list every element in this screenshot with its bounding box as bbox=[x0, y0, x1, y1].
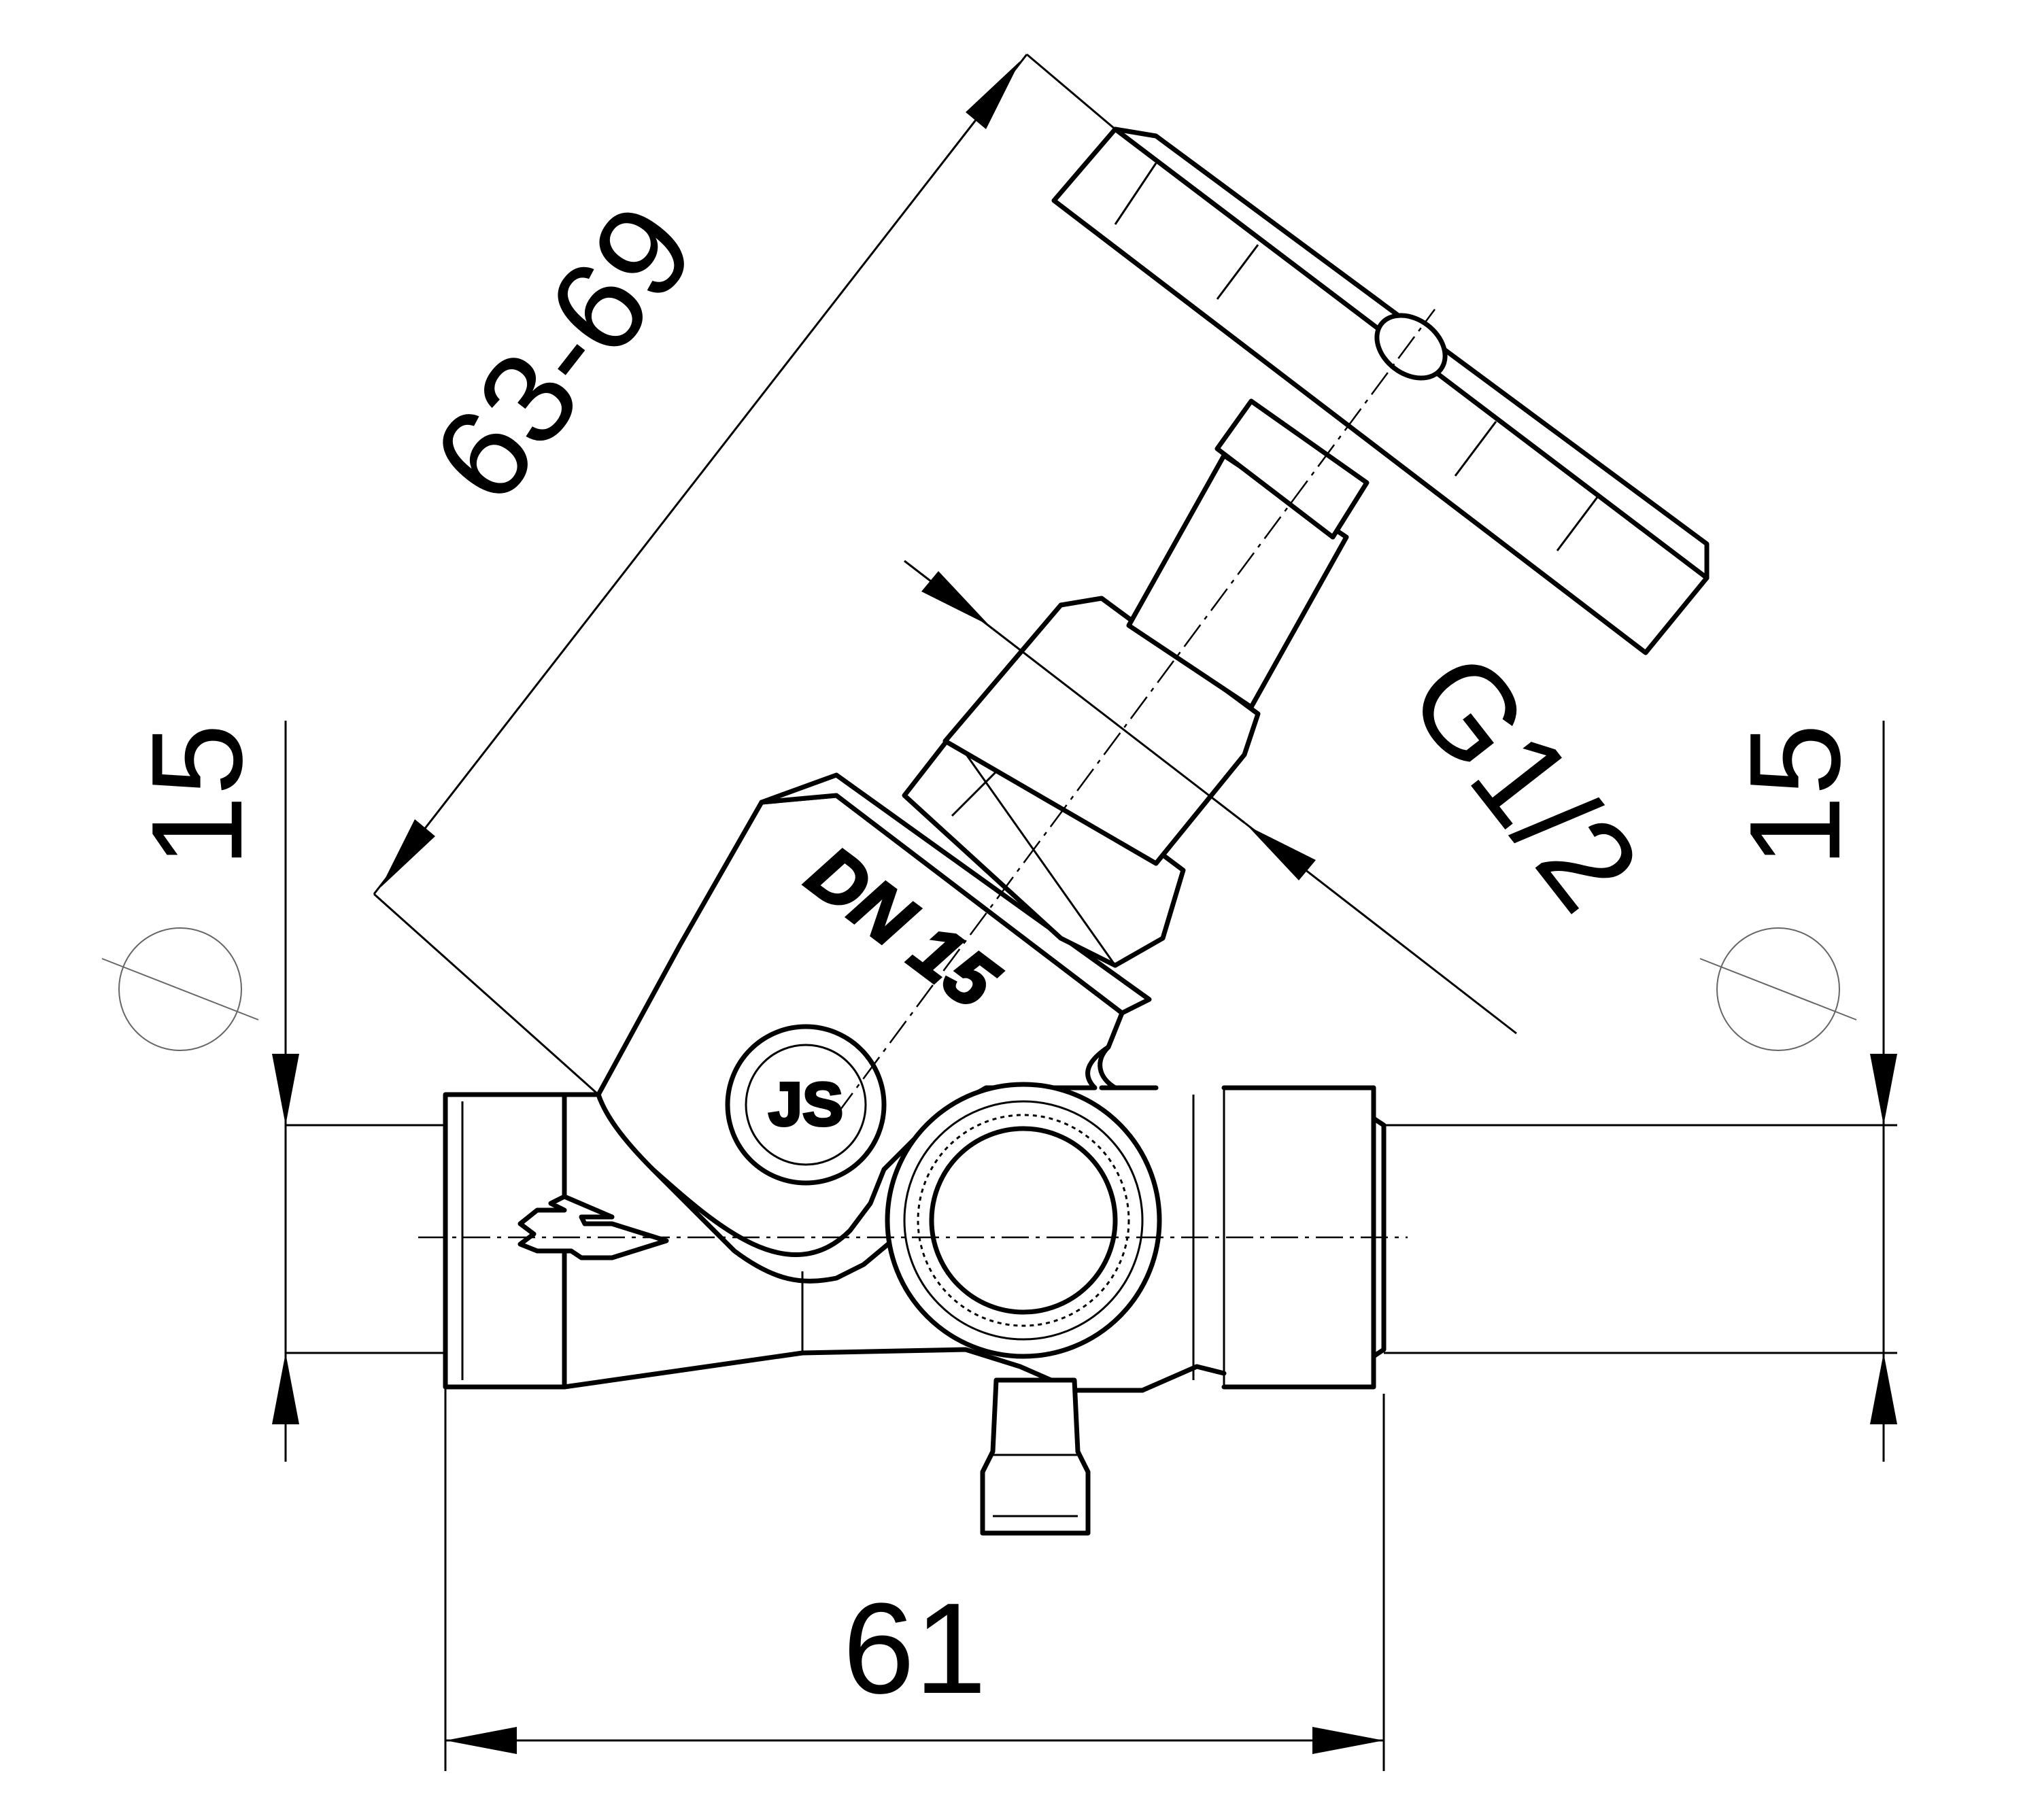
port-knurl-outer bbox=[903, 1100, 1144, 1341]
bonnet-assembly bbox=[596, 126, 1710, 1257]
arrowhead-right-bottom bbox=[1870, 1353, 1897, 1424]
flow-arrow-shape bbox=[517, 1194, 669, 1260]
handwheel-groove-3 bbox=[1454, 421, 1497, 477]
stem-centerline bbox=[835, 309, 1436, 1116]
handwheel-height-label: 63-69 bbox=[405, 179, 722, 528]
port-knurl-inner bbox=[917, 1114, 1130, 1327]
arrowhead-thread-top bbox=[921, 571, 989, 625]
measuring-port bbox=[885, 1082, 1162, 1536]
diameter-symbol-right bbox=[1716, 927, 1840, 1051]
overall-length-label: 61 bbox=[843, 1577, 986, 1721]
handwheel-groove-2 bbox=[1216, 244, 1259, 300]
right-diameter-label: 15 bbox=[1723, 723, 1867, 867]
bonnet-flange bbox=[759, 772, 1152, 1016]
port-bore bbox=[929, 1126, 1118, 1315]
handwheel-groove-4 bbox=[1556, 496, 1599, 551]
dimension-line-height bbox=[373, 54, 1028, 895]
arrowhead-left bbox=[445, 1727, 517, 1754]
arrowhead-right bbox=[1312, 1727, 1384, 1754]
handwheel bbox=[1051, 126, 1710, 655]
extension-line-height-top bbox=[1026, 53, 1116, 131]
diameter-symbol-left-slash bbox=[101, 958, 259, 1020]
bonnet-thread-label: G1/2 bbox=[1381, 627, 1667, 936]
drain-nipple bbox=[980, 1377, 1091, 1536]
arrowhead-thread-bottom bbox=[1248, 826, 1316, 880]
spindle-collar bbox=[1214, 398, 1370, 540]
flow-arrow-icon bbox=[517, 1194, 669, 1260]
dimension-right-diameter: 15 bbox=[1384, 721, 1897, 1462]
body-lower-contour bbox=[562, 1347, 1227, 1393]
extension-line-height-bottom bbox=[373, 893, 599, 1096]
handwheel-hub bbox=[1374, 313, 1448, 381]
handwheel-groove-1 bbox=[1114, 162, 1157, 225]
upper-bonnet bbox=[942, 596, 1261, 866]
thread-dimension-line bbox=[992, 628, 1245, 824]
arrowhead-left-bottom bbox=[272, 1353, 299, 1424]
left-diameter-label: 15 bbox=[125, 723, 269, 867]
logo-outer-ring bbox=[725, 1024, 887, 1186]
arrowhead-left-top bbox=[272, 1054, 299, 1125]
arrowhead-right-top bbox=[1870, 1054, 1897, 1125]
arrowhead-height-top bbox=[966, 61, 1020, 129]
diameter-symbol-right-slash bbox=[1699, 958, 1857, 1020]
dimension-left-diameter: 15 bbox=[101, 721, 445, 1462]
manufacturer-logo: JS bbox=[768, 1071, 843, 1139]
arrowhead-height-bottom bbox=[381, 819, 435, 887]
dimension-overall-length: 61 bbox=[444, 1387, 1385, 1771]
logo-inner-ring bbox=[745, 1044, 867, 1166]
diameter-symbol-left bbox=[118, 927, 242, 1051]
spindle bbox=[1126, 453, 1349, 710]
